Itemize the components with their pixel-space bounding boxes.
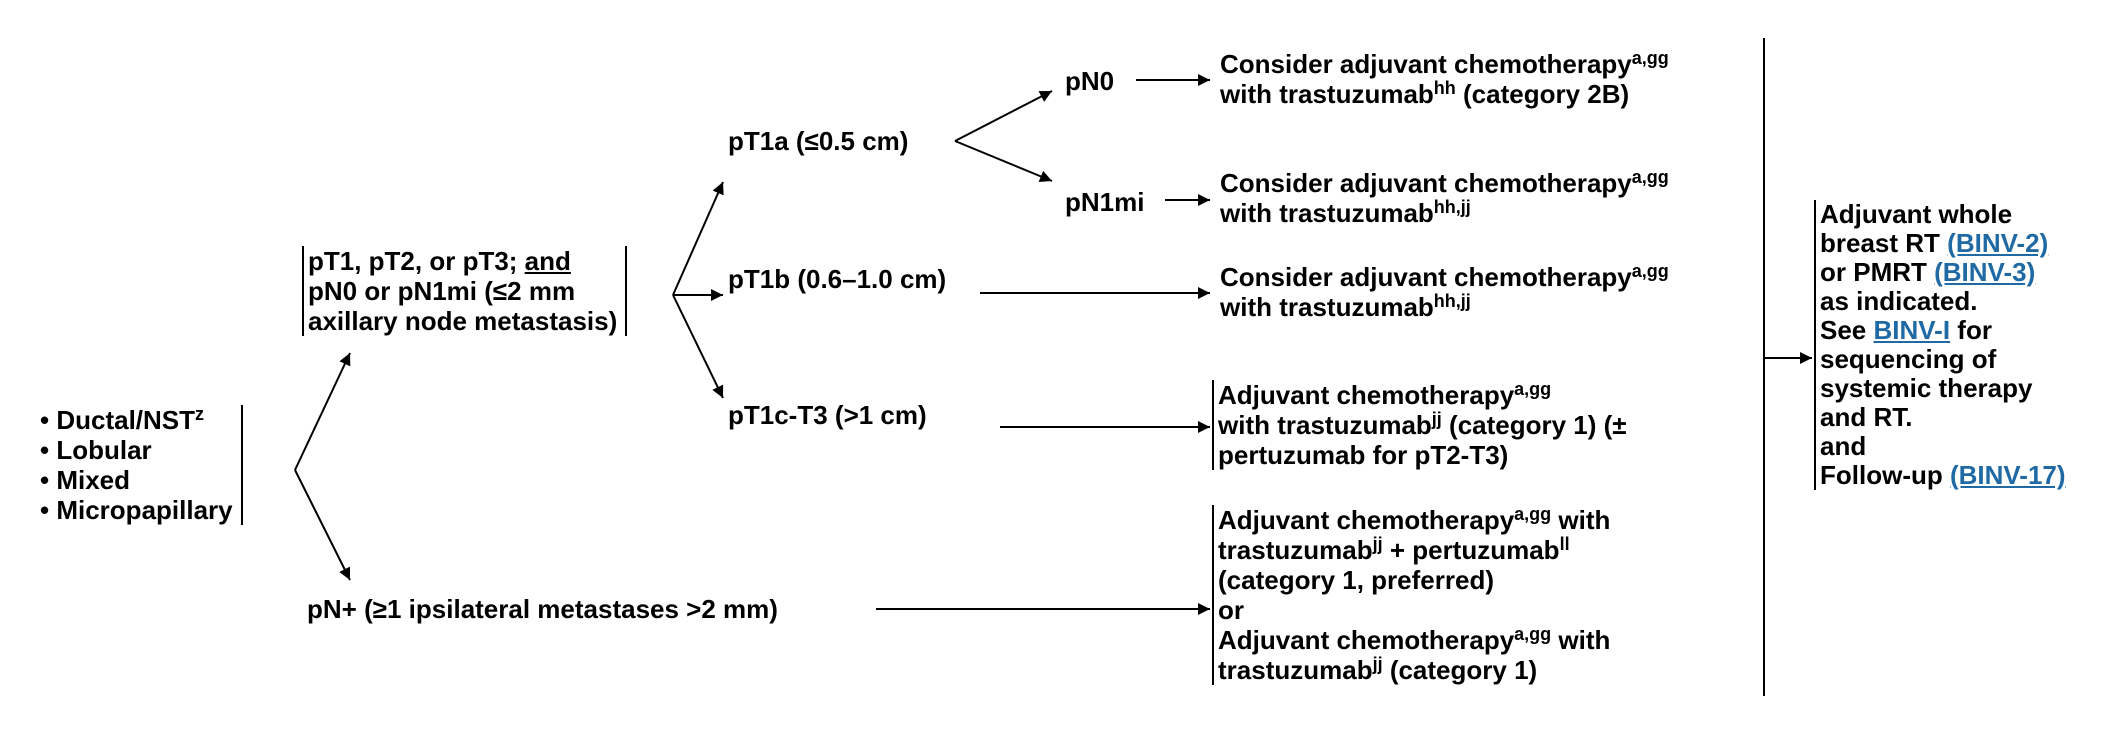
rx-pt1b: Consider adjuvant chemotherapya,gg with … [1220,261,1669,322]
footnote-ref: hh,jj [1433,291,1471,311]
arrow-to-pt1a [672,181,724,296]
rx-pn-plus: Adjuvant chemotherapya,gg with trastuzum… [1212,505,1610,685]
arrow-to-pn0 [954,90,1053,142]
footnote-ref: jj [1372,654,1383,674]
histology-item: • Micropapillary [40,495,233,525]
footnote-ref: a,gg [1514,504,1552,524]
pt1a-label: pT1a (≤0.5 cm) [728,126,909,156]
arrow-to-pt-group [294,352,351,471]
footnote-ref: jj [1431,409,1442,429]
footnote-ref: a,gg [1514,624,1552,644]
rx-pn1mi: Consider adjuvant chemotherapya,gg with … [1220,167,1669,228]
pn0-label: pN0 [1065,66,1115,96]
histology-item: • Ductal/NSTz [40,404,205,435]
footnote-ref: jj [1372,534,1383,554]
binv-3-link[interactable]: (BINV-3) [1934,257,2036,287]
pt-pn0-group: pT1, pT2, or pT3; and pN0 or pN1mi (≤2 m… [302,246,628,336]
footnote-ref: z [195,404,205,424]
final-recommendation: Adjuvant whole breast RT (BINV-2) or PMR… [1814,200,2066,490]
footnote-ref: a,gg [1631,261,1669,281]
footnote-ref: a,gg [1631,48,1669,68]
histology-item: • Lobular [40,435,152,465]
histology-list: • Ductal/NSTz • Lobular • Mixed • Microp… [40,405,243,525]
rx-pn0: Consider adjuvant chemotherapya,gg with … [1220,48,1669,109]
arrow-to-pt1c [672,294,724,399]
pn-plus-label: pN+ (≥1 ipsilateral metastases >2 mm) [307,594,778,624]
pt1b-label: pT1b (0.6–1.0 cm) [728,264,947,294]
binv-17-link[interactable]: (BINV-17) [1949,460,2066,490]
footnote-ref: hh,jj [1433,197,1471,217]
pt1c-label: pT1c-T3 (>1 cm) [728,400,927,430]
binv-2-link[interactable]: (BINV-2) [1947,228,2049,258]
binv-i-link[interactable]: BINV-I [1873,315,1951,345]
pn1mi-label: pN1mi [1065,187,1145,217]
footnote-ref: ll [1559,534,1570,554]
footnote-ref: a,gg [1514,379,1552,399]
rx-pt1c: Adjuvant chemotherapya,gg with trastuzum… [1212,380,1627,470]
histology-item: • Mixed [40,465,131,495]
arrow-to-pn1mi [954,140,1053,182]
footnote-ref: a,gg [1631,167,1669,187]
footnote-ref: hh [1433,78,1456,98]
arrow-to-pn-plus [294,469,351,581]
